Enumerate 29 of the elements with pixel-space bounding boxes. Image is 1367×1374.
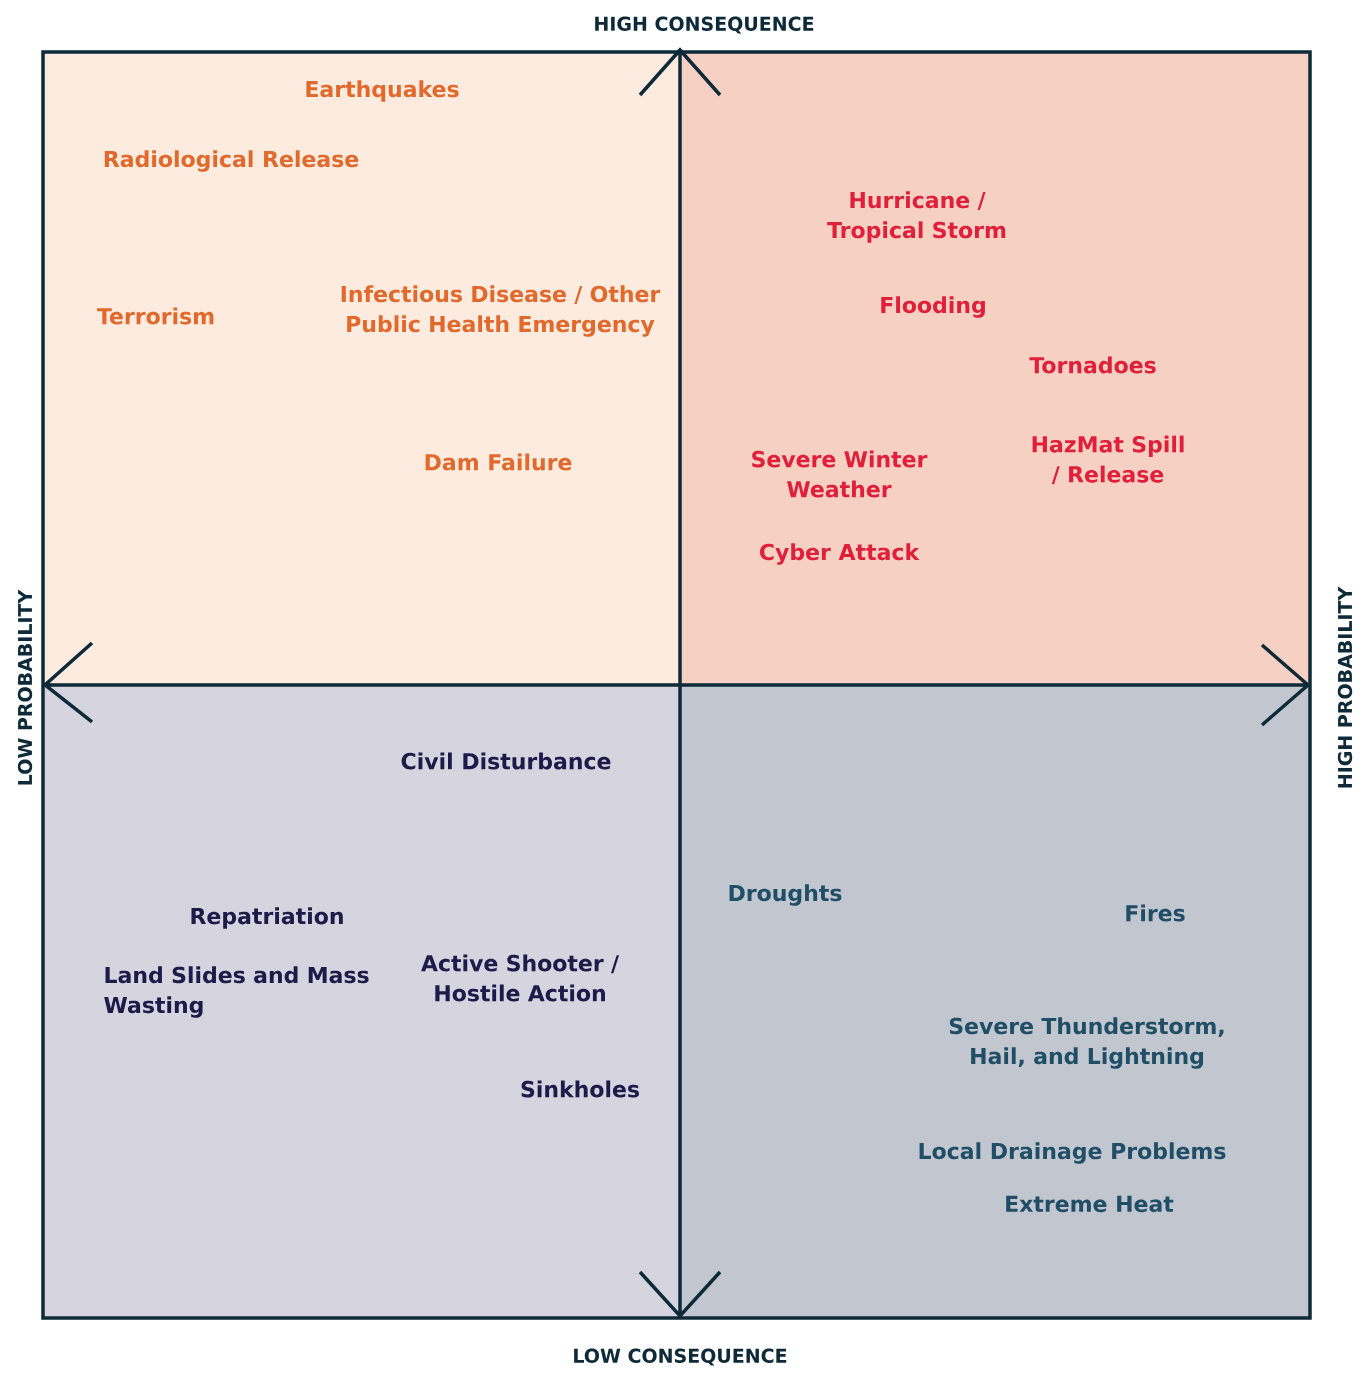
hazard-label: HazMat Spill / Release (1032, 435, 1184, 485)
hazard-label: Terrorism (97, 307, 214, 325)
axis-label: LOW PROBABILITY (17, 589, 33, 785)
hazard-label: Cyber Attack (760, 543, 920, 565)
quadrant-panel (680, 52, 1311, 686)
hazard-label: Extreme Heat (1006, 1195, 1174, 1213)
hazard-label: Earthquakes (306, 80, 459, 102)
hazard-label: Flooding (881, 296, 985, 318)
hazard-label: Severe Thunderstorm, Hail, and Lightning (949, 1017, 1224, 1069)
hazard-label: Dam Failure (425, 453, 572, 471)
hazard-label: Land Slides and Mass Wasting (104, 966, 369, 1018)
hazard-label: Fires (1126, 904, 1185, 922)
hazard-label: Local Drainage Problems (919, 1142, 1226, 1164)
hazard-label: Civil Disturbance (401, 752, 611, 770)
axis-label: HIGH CONSEQUENCE (595, 16, 814, 34)
hazard-label: Severe Winter Weather (752, 450, 928, 498)
quadrant-panel (43, 52, 681, 686)
quadrant-panel (43, 685, 681, 1319)
hazard-label: Sinkholes (521, 1080, 639, 1098)
hazard-label: Droughts (729, 884, 842, 906)
hazard-label: Repatriation (191, 907, 343, 929)
axis-label: HIGH PROBABILITY (1337, 586, 1353, 788)
hazard-label: Active Shooter / Hostile Action (421, 954, 620, 1002)
quadrant-panel (680, 685, 1311, 1319)
hazard-label: Infectious Disease / Other Public Health Emergency (341, 285, 661, 337)
hazard-label: Tornadoes (1029, 356, 1156, 374)
hazard-label: Hurricane / Tropical Storm (827, 191, 1006, 243)
hazard-label: Radiological Release (104, 150, 359, 172)
axis-label: LOW CONSEQUENCE (574, 1348, 787, 1366)
